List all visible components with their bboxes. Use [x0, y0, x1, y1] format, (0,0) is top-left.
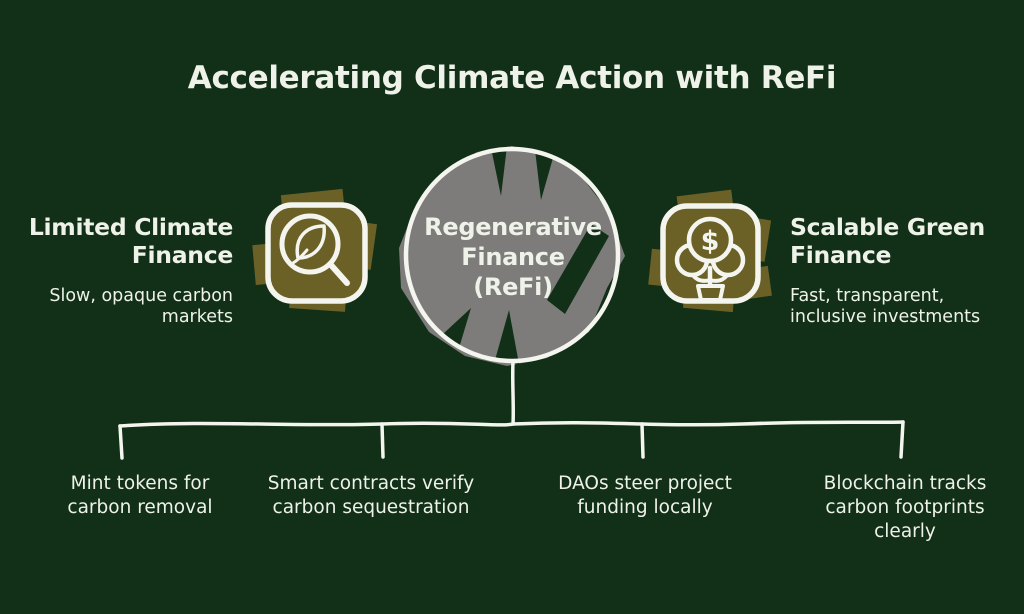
branch-line: Smart contracts verify — [267, 473, 475, 494]
branch-line: carbon removal — [67, 497, 213, 518]
branch-line: carbon sequestration — [272, 497, 470, 518]
subtext-line: Slow, opaque carbon — [49, 286, 233, 306]
connector-stem — [510, 360, 516, 426]
page-title: Accelerating Climate Action with ReFi — [187, 60, 837, 96]
benefit-block: Scalable Green Finance Fast, transparent… — [790, 213, 1024, 328]
pain-point-subtext: Slow, opaque carbon markets — [0, 286, 233, 328]
connector-drop-2 — [380, 422, 385, 459]
center-label-line: (ReFi) — [473, 273, 553, 301]
refi-circle-node — [399, 146, 625, 366]
branch-line: Blockchain tracks — [823, 473, 987, 494]
heading-line: Limited Climate — [28, 213, 233, 241]
branch-line: clearly — [874, 521, 936, 542]
subtext-line: markets — [161, 307, 233, 327]
canopy-top — [686, 216, 734, 264]
money-tree-icon: $ — [648, 189, 772, 313]
center-label-line: Regenerative — [424, 213, 602, 241]
connector-drop-1 — [118, 424, 124, 460]
branch-line: Mint tokens for — [70, 473, 210, 494]
circle-scribble-fill — [399, 146, 625, 366]
scribble-gap — [491, 146, 507, 196]
dollar-glyph: $ — [701, 226, 720, 257]
connector-horizontal — [118, 420, 905, 428]
branch-line: funding locally — [577, 497, 713, 518]
scribble-gap — [495, 310, 519, 364]
scribble-gap — [535, 150, 553, 200]
center-label-line: Finance — [461, 243, 565, 271]
heading-line: Scalable Green — [790, 213, 985, 241]
connector-drop-4 — [899, 420, 905, 459]
benefit-subtext: Fast, transparent, inclusive investments — [790, 286, 1024, 328]
connector-tree — [118, 360, 905, 460]
branch-label-mint-tokens: Mint tokens for carbon removal — [25, 472, 255, 520]
leaf-glyph — [295, 224, 326, 260]
heading-line: Finance — [790, 241, 892, 269]
branch-label-daos: DAOs steer project funding locally — [525, 472, 765, 520]
center-node-label: Regenerative Finance (ReFi) — [398, 212, 628, 302]
pain-point-block: Limited Climate Finance Slow, opaque car… — [0, 213, 233, 328]
magnifier-lens — [279, 213, 341, 275]
branch-label-blockchain: Blockchain tracks carbon footprints clea… — [790, 472, 1020, 544]
scribble-gap — [443, 308, 471, 348]
branch-line: DAOs steer project — [558, 473, 732, 494]
pain-point-heading: Limited Climate Finance — [0, 213, 233, 269]
branch-label-smart-contracts: Smart contracts verify carbon sequestrat… — [251, 472, 491, 520]
subtext-line: inclusive investments — [790, 307, 981, 327]
magnifier-handle — [328, 262, 350, 286]
connector-drop-3 — [640, 422, 645, 459]
tree-pot — [696, 284, 725, 302]
scribble-gap — [547, 224, 609, 314]
branch-line: carbon footprints — [825, 497, 985, 518]
leaf-magnifier-icon — [252, 188, 378, 312]
heading-line: Finance — [131, 241, 234, 269]
leaf-stem — [291, 248, 309, 265]
benefit-heading: Scalable Green Finance — [790, 213, 1024, 269]
subtext-line: Fast, transparent, — [790, 286, 945, 306]
